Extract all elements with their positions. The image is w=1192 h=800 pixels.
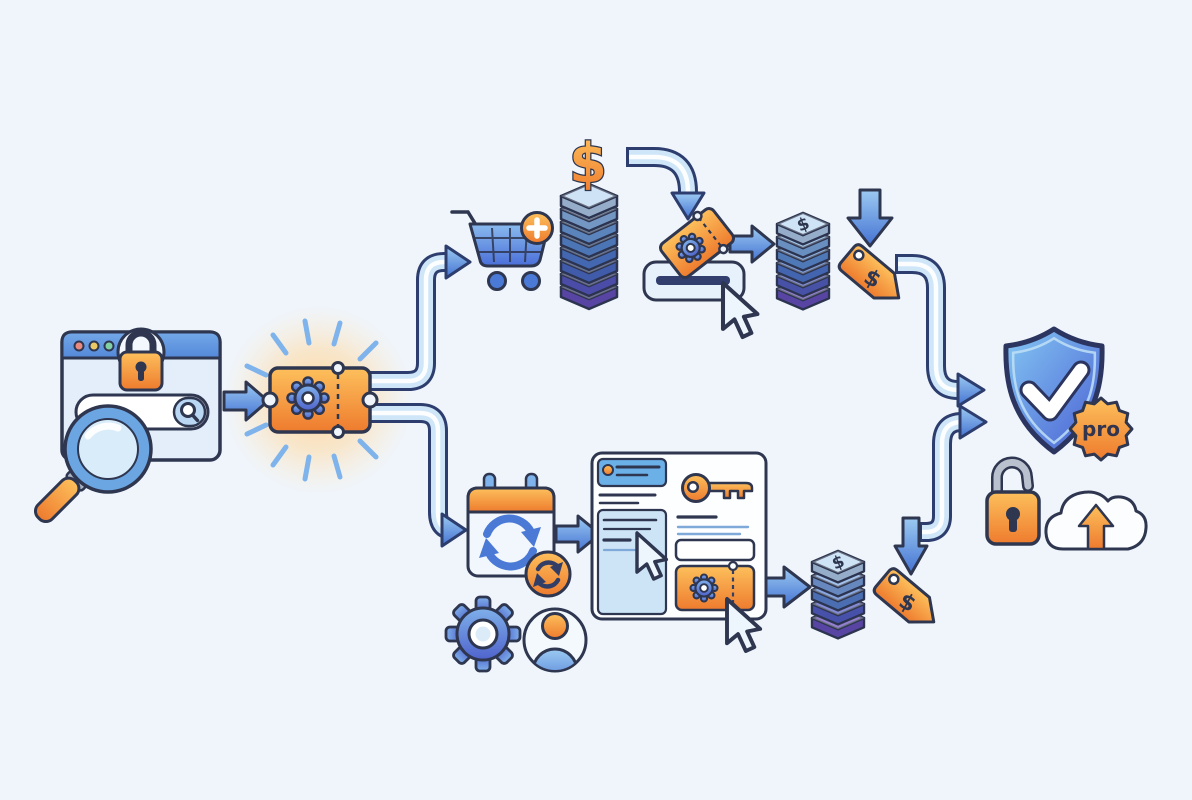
dollar-sign-large: $	[569, 132, 607, 195]
sunburst-rays	[244, 318, 379, 482]
checkout-panel	[590, 451, 768, 653]
flow-arrow-slot-to-stack	[728, 224, 776, 264]
cart-icon	[450, 210, 554, 291]
money-stack-discounted: $	[775, 211, 831, 311]
connector-pipe-merge-bottom	[919, 404, 988, 542]
coupon-ticket	[261, 361, 379, 439]
tag-hole	[853, 249, 865, 262]
padlock-open-icon	[985, 456, 1041, 546]
calendar-header	[466, 486, 556, 514]
calendar-renew-icon	[466, 472, 572, 598]
flow-arrow-down-to-tag-top	[846, 188, 894, 248]
connector-pipe-merge-top	[895, 254, 986, 408]
lock-icon	[118, 329, 164, 392]
panel-text-lines	[598, 493, 657, 505]
coupon-gear-icon	[286, 376, 330, 420]
refresh-arrows	[479, 514, 541, 571]
cart-wheel	[521, 271, 541, 291]
price-tag-bottom: $	[872, 567, 936, 624]
panel-form-lines	[676, 515, 750, 536]
user-avatar	[522, 607, 588, 673]
avatar-head	[541, 612, 569, 640]
connector-pipe-bottom-split	[365, 403, 468, 548]
coupon-slot	[642, 207, 757, 337]
pro-badge: pro	[1068, 396, 1134, 462]
auto-renew-badge	[524, 550, 572, 598]
search-icon	[180, 402, 200, 423]
price-tag-top: $	[837, 243, 901, 300]
cloud-upload-icon	[1044, 490, 1148, 551]
flow-arrow-browser-to-coupon	[222, 380, 270, 422]
window-dots	[73, 340, 115, 352]
add-plus-badge	[520, 211, 554, 245]
panel-header-dot	[602, 464, 614, 476]
panel-sidebar	[596, 508, 669, 616]
gear-icon	[444, 595, 522, 673]
tag-hole	[888, 573, 900, 586]
key-icon	[681, 473, 754, 503]
checkmark-icon	[1019, 360, 1091, 422]
connector-pipe-top-split	[365, 244, 472, 391]
coupon-being-inserted	[658, 207, 736, 279]
code-input-field[interactable]	[674, 538, 756, 562]
curved-arrow-into-slot	[626, 147, 706, 221]
upload-arrow	[1077, 503, 1115, 551]
cart-wheel	[487, 271, 507, 291]
money-stack-bottom: $	[810, 549, 866, 640]
magnifier-icon	[33, 404, 153, 524]
flow-arrow-calendar-to-panel	[554, 514, 602, 554]
panel-header-lines	[615, 465, 661, 477]
flow-arrow-down-to-tag-bottom	[893, 516, 929, 576]
money-stack-full-price: $	[559, 131, 619, 311]
browser-search-window	[33, 327, 222, 524]
panel-coupon[interactable]	[674, 560, 756, 616]
pro-label: pro	[1082, 417, 1120, 441]
